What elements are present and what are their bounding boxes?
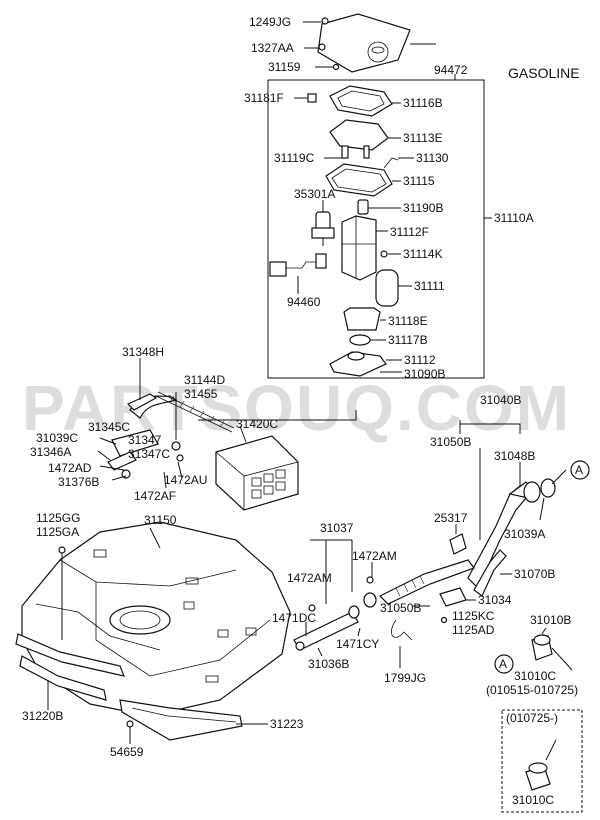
label-94472: 94472 xyxy=(434,63,468,77)
watermark: PARTSOUQ.COM xyxy=(22,372,571,444)
label-1125GA: 1125GA xyxy=(36,525,79,539)
label-1249JG: 1249JG xyxy=(249,15,291,29)
label-31181F: 31181F xyxy=(244,91,284,105)
label-1125KC: 1125KC xyxy=(452,609,495,623)
label-94460: 94460 xyxy=(287,295,321,309)
inset-box xyxy=(501,709,583,813)
label-31036B: 31036B xyxy=(308,657,349,671)
diagram-title: GASOLINE xyxy=(508,65,580,81)
label-31115: 31115 xyxy=(403,174,435,188)
label-31010C-upper: 31010C xyxy=(514,669,556,683)
canister-assembly xyxy=(97,358,357,511)
label-date-range-1: (010515-010725) xyxy=(486,683,578,697)
ref-marker-a-bottom xyxy=(494,654,514,674)
label-31119C: 31119C xyxy=(274,151,315,165)
label-31117B: 31117B xyxy=(388,333,428,347)
label-1471DC: 1471DC xyxy=(272,611,316,625)
label-31110A: 31110A xyxy=(494,211,534,225)
label-1472AD: 1472AD xyxy=(48,461,92,475)
label-31037: 31037 xyxy=(320,521,354,535)
label-31455: 31455 xyxy=(184,387,218,401)
fuel-tank xyxy=(15,521,291,744)
label-31048B: 31048B xyxy=(494,449,535,463)
label-31347: 31347 xyxy=(128,433,162,447)
fuel-pump-assembly xyxy=(267,13,492,379)
label-1799JG: 1799JG xyxy=(384,671,426,685)
filler-neck-assembly xyxy=(293,420,573,671)
label-31010B: 31010B xyxy=(530,613,571,627)
label-ref-a-bottom: A xyxy=(499,657,507,671)
ref-marker-a-top xyxy=(570,460,590,480)
label-31150: 31150 xyxy=(144,513,177,527)
label-1472AF: 1472AF xyxy=(134,489,176,503)
label-31034: 31034 xyxy=(478,593,512,607)
label-31376B: 31376B xyxy=(58,475,99,489)
label-31050B-upper: 31050B xyxy=(430,435,471,449)
label-31130: 31130 xyxy=(416,151,449,165)
label-1472AM-left: 1472AM xyxy=(287,571,332,585)
label-31116B: 31116B xyxy=(403,96,443,110)
label-1472AM-right: 1472AM xyxy=(352,549,397,563)
label-31220B: 31220B xyxy=(22,709,63,723)
label-25317: 25317 xyxy=(434,511,468,525)
label-31190B: 31190B xyxy=(403,201,443,215)
label-31039C: 31039C xyxy=(36,431,78,445)
label-31090B: 31090B xyxy=(404,367,445,381)
label-31114K: 31114K xyxy=(403,247,443,261)
label-31113E: 31113E xyxy=(403,131,443,145)
label-31070B: 31070B xyxy=(514,567,555,581)
label-date-range-2: (010725-) xyxy=(506,711,558,725)
label-1125AD: 1125AD xyxy=(452,623,495,637)
label-31010C-lower: 31010C xyxy=(512,793,554,807)
label-1471CY: 1471CY xyxy=(336,637,379,651)
label-ref-a-top: A xyxy=(575,463,583,477)
label-31159: 31159 xyxy=(268,60,301,74)
label-31420C: 31420C xyxy=(236,417,278,431)
label-31039A: 31039A xyxy=(504,527,545,541)
label-31144D: 31144D xyxy=(184,373,225,387)
label-31050B-lower: 31050B xyxy=(380,601,421,615)
label-31223: 31223 xyxy=(270,717,304,731)
label-31348H: 31348H xyxy=(122,345,164,359)
label-1472AU: 1472AU xyxy=(164,473,207,487)
label-31112: 31112 xyxy=(404,353,436,367)
part-labels: 1249JG 1327AA 31159 94472 31181F 31116B … xyxy=(22,15,583,807)
label-31111: 31111 xyxy=(414,279,445,293)
label-31345C: 31345C xyxy=(88,420,130,434)
label-31118E: 31118E xyxy=(388,314,428,328)
label-31112F: 31112F xyxy=(390,225,429,239)
label-1125GG: 1125GG xyxy=(36,511,80,525)
label-31346A: 31346A xyxy=(30,445,71,459)
label-31347C: 31347C xyxy=(128,447,170,461)
label-1327AA: 1327AA xyxy=(251,41,294,55)
label-31040B: 31040B xyxy=(480,393,521,407)
label-35301A: 35301A xyxy=(294,187,335,201)
label-54659: 54659 xyxy=(110,745,144,759)
